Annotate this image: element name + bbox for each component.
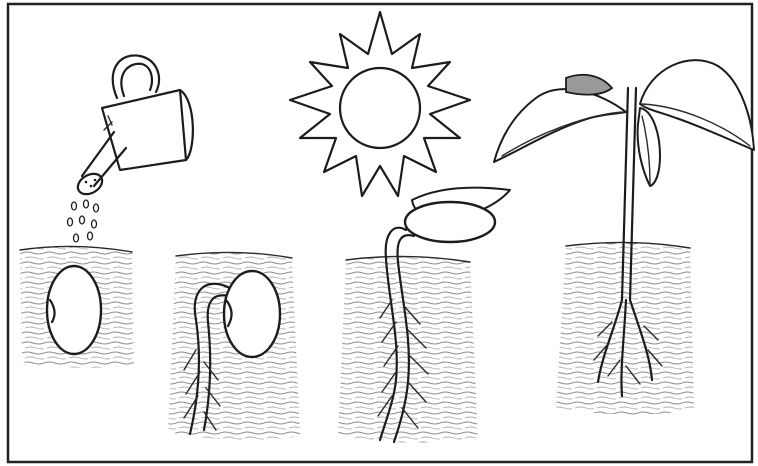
water-drops xyxy=(68,200,99,242)
leaf-left xyxy=(494,89,626,162)
sun-icon xyxy=(290,12,470,196)
watering-can-icon xyxy=(74,55,193,198)
stage-3-seedling xyxy=(338,188,510,443)
stage-2-germination xyxy=(168,252,300,440)
bean-cotyledon xyxy=(405,202,495,242)
leaf-folded xyxy=(638,108,660,186)
stage-4-young-plant xyxy=(494,60,754,414)
stage-1-seed xyxy=(20,246,134,367)
